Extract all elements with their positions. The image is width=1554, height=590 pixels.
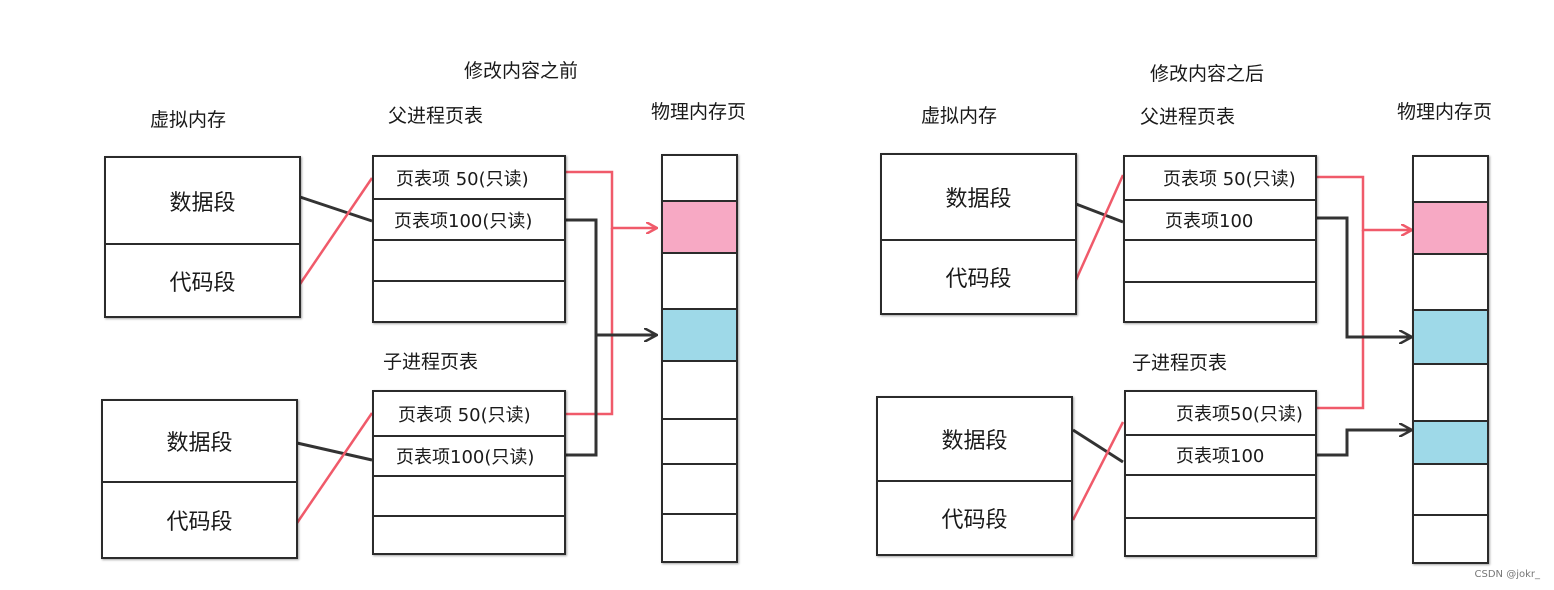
entry-label: 页表项 50(只读) bbox=[396, 168, 529, 190]
page-table-entry: 页表项100(只读) bbox=[374, 435, 564, 475]
data-segment: 数据段 bbox=[941, 429, 1008, 454]
child-page-table: 页表项50(只读) 页表项100 bbox=[1124, 390, 1317, 557]
data-segment: 数据段 bbox=[166, 431, 233, 456]
wire-layer-before bbox=[295, 170, 777, 524]
diagram-before: 修改内容之前 虚拟内存 父进程页表 物理内存页 子进程页表 数据段 代码段 数据… bbox=[101, 60, 777, 563]
wire-parent-code bbox=[1074, 174, 1125, 281]
entry-label: 页表项100(只读) bbox=[396, 447, 535, 468]
parent-virtual-memory: 数据段 代码段 bbox=[104, 156, 301, 318]
entry-label: 页表项100 bbox=[1176, 446, 1265, 467]
child-page-table-label: 子进程页表 bbox=[1132, 352, 1228, 374]
wire-layer-after bbox=[1071, 174, 1554, 521]
wire-child-entry50 bbox=[1317, 230, 1365, 410]
page-table-entry: 页表项 50(只读) bbox=[1125, 157, 1315, 199]
page-table-entry: 页表项100 bbox=[1126, 434, 1315, 474]
child-page-table-label: 子进程页表 bbox=[383, 351, 479, 373]
page-table-entry bbox=[374, 239, 564, 280]
diagram-after: 修改内容之后 虚拟内存 父进程页表 物理内存页 子进程页表 数据段 代码段 数据… bbox=[777, 0, 1554, 590]
memory-page bbox=[1414, 253, 1487, 309]
code-segment: 代码段 bbox=[103, 481, 296, 557]
wire-child-entry100 bbox=[566, 335, 598, 457]
memory-page-blue-copy bbox=[1414, 420, 1487, 463]
data-segment: 数据段 bbox=[945, 187, 1012, 212]
memory-page bbox=[663, 156, 736, 200]
physical-memory-label: 物理内存页 bbox=[651, 101, 747, 123]
page-table-entry: 页表项 50(只读) bbox=[374, 157, 564, 198]
code-segment: 代码段 bbox=[878, 480, 1071, 554]
watermark: CSDN @jokr_ bbox=[1474, 569, 1541, 580]
wire-parent-entry100 bbox=[1317, 216, 1411, 337]
page-table-entry bbox=[1125, 281, 1315, 321]
code-segment: 代码段 bbox=[106, 243, 299, 316]
parent-page-table: 页表项 50(只读) 页表项100(只读) bbox=[372, 155, 566, 323]
physical-memory-label: 物理内存页 bbox=[1397, 101, 1493, 123]
code-segment: 代码段 bbox=[882, 239, 1075, 313]
page-table-entry bbox=[1125, 239, 1315, 281]
memory-page bbox=[1414, 157, 1487, 201]
physical-memory-pages bbox=[661, 154, 738, 563]
physical-memory-pages bbox=[1412, 155, 1489, 564]
memory-page bbox=[1414, 363, 1487, 420]
page-table-entry: 页表项50(只读) bbox=[1126, 392, 1315, 434]
wire-parent-entry50 bbox=[566, 170, 656, 228]
memory-page bbox=[663, 252, 736, 308]
memory-page bbox=[663, 360, 736, 418]
data-segment: 数据段 bbox=[169, 190, 236, 216]
wire-child-data bbox=[296, 441, 373, 462]
wire-parent-code bbox=[296, 177, 374, 288]
memory-page-blue bbox=[663, 308, 736, 360]
entry-label: 页表项 50(只读) bbox=[398, 404, 531, 426]
page-table-entry bbox=[1126, 517, 1315, 555]
child-virtual-memory: 数据段 代码段 bbox=[876, 396, 1073, 556]
page-table-entry bbox=[374, 280, 564, 321]
wire-parent-data bbox=[299, 195, 373, 223]
entry-label: 页表项 50(只读) bbox=[1163, 169, 1296, 190]
wire-parent-data bbox=[1075, 202, 1124, 224]
diagram-title: 修改内容之前 bbox=[464, 60, 579, 82]
memory-page bbox=[1414, 514, 1487, 562]
child-page-table: 页表项 50(只读) 页表项100(只读) bbox=[372, 390, 566, 555]
diagram-title: 修改内容之后 bbox=[1150, 63, 1265, 85]
memory-page bbox=[663, 418, 736, 463]
parent-page-table: 页表项 50(只读) 页表项100 bbox=[1123, 155, 1317, 323]
wire-parent-entry100 bbox=[566, 218, 656, 335]
virtual-memory-label: 虚拟内存 bbox=[921, 105, 998, 127]
page-table-entry bbox=[374, 515, 564, 553]
entry-label: 页表项50(只读) bbox=[1176, 404, 1303, 425]
child-virtual-memory: 数据段 代码段 bbox=[101, 399, 298, 559]
page-table-entry bbox=[374, 475, 564, 515]
wire-child-entry100 bbox=[1317, 430, 1411, 457]
parent-page-table-label: 父进程页表 bbox=[1140, 106, 1236, 128]
memory-page-blue bbox=[1414, 309, 1487, 363]
wire-child-entry50 bbox=[566, 228, 614, 416]
parent-page-table-label: 父进程页表 bbox=[388, 105, 484, 127]
wire-parent-entry50 bbox=[1317, 175, 1411, 230]
memory-page bbox=[663, 513, 736, 561]
wire-child-code bbox=[295, 412, 374, 524]
memory-page-pink bbox=[663, 200, 736, 252]
memory-page bbox=[1414, 463, 1487, 514]
entry-label: 页表项100(只读) bbox=[394, 210, 533, 232]
wire-child-data bbox=[1072, 428, 1124, 464]
page-table-entry: 页表项100 bbox=[1125, 199, 1315, 239]
memory-page bbox=[663, 463, 736, 513]
page-table-entry: 页表项100(只读) bbox=[374, 198, 564, 239]
page-table-entry: 页表项 50(只读) bbox=[374, 392, 564, 435]
virtual-memory-label: 虚拟内存 bbox=[150, 109, 227, 131]
wire-child-code bbox=[1071, 421, 1125, 521]
entry-label: 页表项100 bbox=[1165, 211, 1254, 232]
page-table-entry bbox=[1126, 474, 1315, 517]
parent-virtual-memory: 数据段 代码段 bbox=[880, 153, 1077, 315]
memory-page-pink bbox=[1414, 201, 1487, 253]
